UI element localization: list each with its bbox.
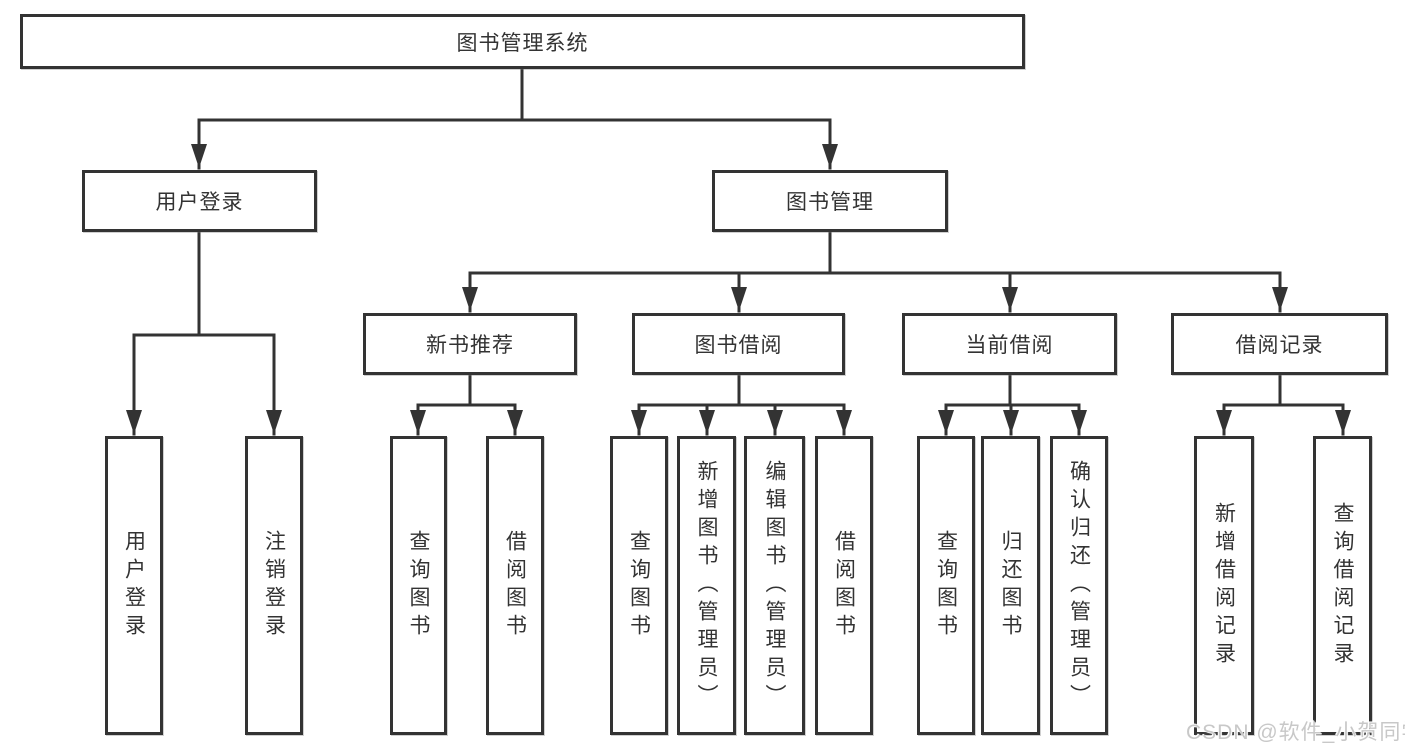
leaf-add-books-admin: 新增图书（管理员） (677, 436, 736, 735)
leaf-label: 用户登录 (122, 529, 146, 642)
node-new-book-recommendation: 新书推荐 (363, 313, 577, 375)
leaf-add-borrow-record: 新增借阅记录 (1194, 436, 1254, 735)
leaf-label: 借阅图书 (503, 529, 527, 642)
leaf-label: 编辑图书（管理员） (763, 459, 786, 712)
leaf-logout: 注销登录 (245, 436, 303, 735)
leaf-edit-books-admin: 编辑图书（管理员） (744, 436, 805, 735)
leaf-label: 确认归还（管理员） (1067, 459, 1091, 712)
leaf-label: 查询图书 (407, 529, 430, 642)
leaf-label: 查询图书 (934, 529, 958, 642)
node-borrowing-records: 借阅记录 (1171, 313, 1388, 375)
node-root: 图书管理系统 (20, 14, 1025, 69)
leaf-confirm-return-admin: 确认归还（管理员） (1050, 436, 1108, 735)
leaf-borrow-books: 借阅图书 (815, 436, 873, 735)
leaf-query-books-recommend: 查询图书 (390, 436, 447, 735)
leaf-borrow-books-recommend: 借阅图书 (486, 436, 544, 735)
leaf-label: 查询借阅记录 (1331, 501, 1354, 670)
leaf-user-login: 用户登录 (105, 436, 163, 735)
leaf-label: 新增借阅记录 (1212, 501, 1236, 670)
node-book-borrowing: 图书借阅 (632, 313, 845, 375)
leaf-query-books-borrowing: 查询图书 (610, 436, 668, 735)
leaf-return-books: 归还图书 (981, 436, 1040, 735)
leaf-label: 注销登录 (262, 529, 286, 642)
leaf-label: 新增图书（管理员） (695, 459, 718, 712)
leaf-query-books-current: 查询图书 (917, 436, 975, 735)
leaf-label: 借阅图书 (832, 529, 856, 642)
leaf-query-borrow-record: 查询借阅记录 (1313, 436, 1372, 735)
node-user-login: 用户登录 (82, 170, 317, 232)
node-current-borrowing: 当前借阅 (902, 313, 1117, 375)
leaf-label: 归还图书 (999, 529, 1022, 642)
csdn-watermark: CSDN @软件_小贺同学 (1186, 721, 1405, 744)
node-book-management: 图书管理 (712, 170, 948, 232)
leaf-label: 查询图书 (627, 529, 651, 642)
